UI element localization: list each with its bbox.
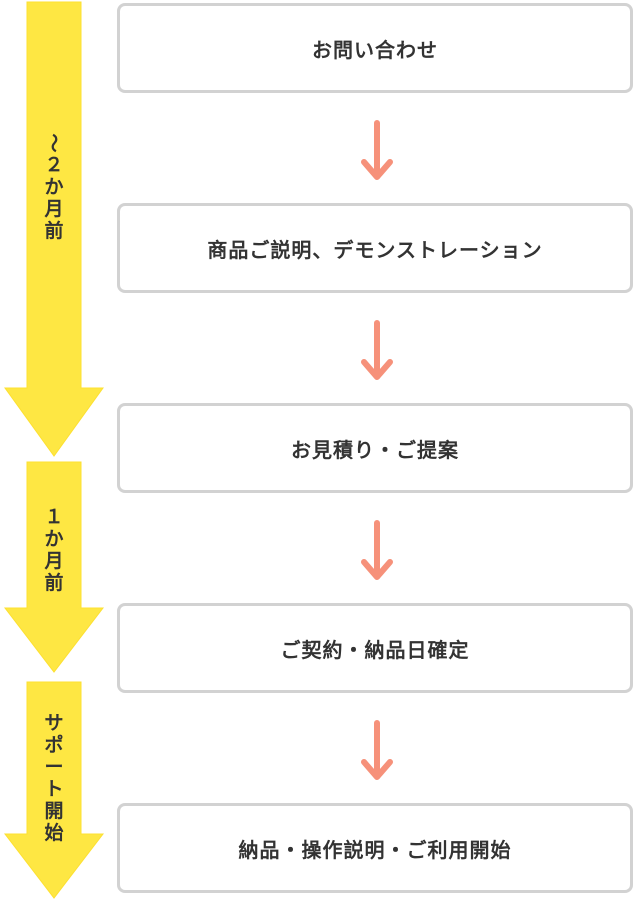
phase-label-char: ２ — [44, 154, 64, 176]
phase-label-char: 月 — [44, 198, 64, 220]
phase-label-char: 前 — [44, 572, 64, 594]
timeline-arrows — [3, 1, 105, 899]
step-label: お見積り・ご提案 — [291, 437, 459, 462]
phase-label-char: か — [44, 176, 64, 198]
phase-arrow-1 — [4, 1, 104, 457]
down-arrow-icon — [361, 520, 393, 580]
step-box-estimate: お見積り・ご提案 — [117, 403, 633, 493]
step-label: お問い合わせ — [312, 37, 438, 62]
phase-arrow-3 — [3, 681, 105, 899]
phase-label-char: ト — [44, 778, 64, 800]
phase-label-char: １ — [44, 506, 64, 528]
phase-label-char: 〜 — [42, 133, 65, 153]
phase-label-char: サ — [44, 712, 64, 734]
phase-arrow-2 — [3, 461, 105, 673]
down-arrow-icon — [361, 120, 393, 180]
step-box-inquiry: お問い合わせ — [117, 3, 633, 93]
down-arrow-icon — [361, 720, 393, 780]
phase-label-char: 始 — [44, 822, 64, 844]
step-box-delivery: 納品・操作説明・ご利用開始 — [117, 803, 633, 893]
step-label: 納品・操作説明・ご利用開始 — [238, 837, 512, 862]
phase-label-char: 月 — [44, 550, 64, 572]
step-label: ご契約・納品日確定 — [280, 637, 470, 662]
phase-label-char: ポ — [44, 734, 64, 756]
step-label: 商品ご説明、デモンストレーション — [207, 237, 543, 262]
phase-label-char: 開 — [44, 800, 64, 822]
phase-label-char: 前 — [44, 220, 64, 242]
phase-label-char: か — [44, 528, 64, 550]
down-arrow-icon — [361, 320, 393, 380]
step-box-contract: ご契約・納品日確定 — [117, 603, 633, 693]
phase-label-char: ー — [44, 756, 64, 778]
phase-label-3: サポート開始 — [24, 712, 84, 844]
step-box-demonstration: 商品ご説明、デモンストレーション — [117, 203, 633, 293]
